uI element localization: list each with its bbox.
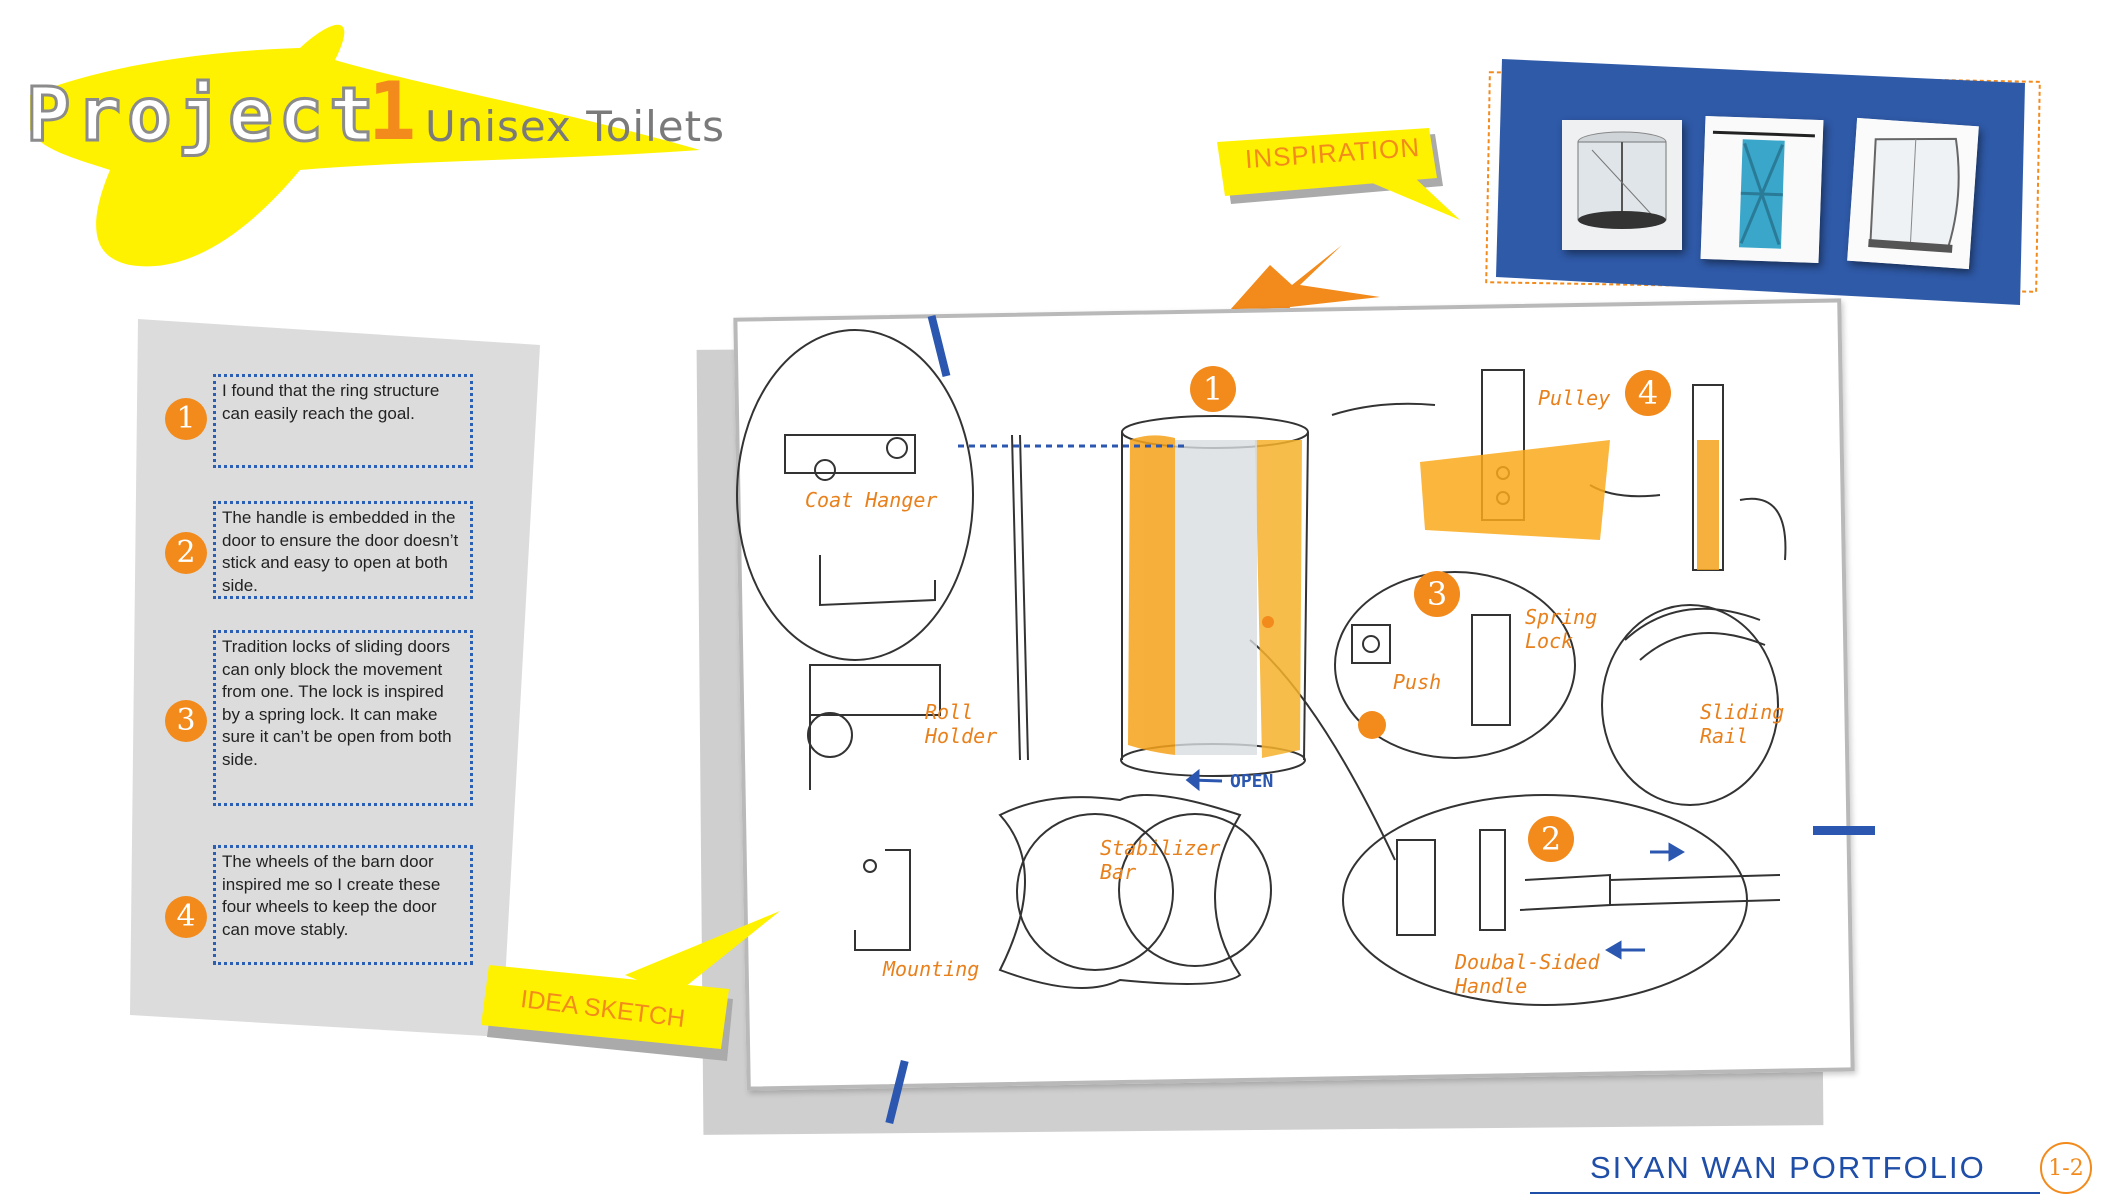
sketch-badge-3: 3 bbox=[1414, 571, 1460, 617]
label-stabilizer-bar: Stabilizer Bar bbox=[1100, 836, 1221, 884]
step-1-badge: 1 bbox=[165, 398, 207, 440]
step-4-text: The wheels of the barn door inspired me … bbox=[213, 845, 473, 965]
title-subtitle: Unisex Toilets bbox=[425, 102, 725, 151]
idea-sketch-tag-shape bbox=[481, 911, 780, 1061]
page-number-badge: 1-2 bbox=[2040, 1142, 2092, 1194]
tape-right bbox=[1813, 826, 1875, 835]
barn-door-icon bbox=[1700, 115, 1824, 264]
spring-lock-detail-circle bbox=[1334, 571, 1576, 759]
step-2-badge: 2 bbox=[165, 532, 207, 574]
label-sliding-rail: Sliding Rail bbox=[1700, 700, 1785, 748]
step-3-text: Tradition locks of sliding doors can onl… bbox=[213, 630, 473, 806]
step-4-badge: 4 bbox=[165, 896, 207, 938]
step-3-badge: 3 bbox=[165, 700, 207, 742]
footer-underline bbox=[1530, 1192, 2040, 1194]
blue-barn-door-image bbox=[1700, 115, 1824, 264]
sketch-badge-2: 2 bbox=[1528, 816, 1574, 862]
label-double-sided-handle: Doubal-Sided Handle bbox=[1455, 950, 1600, 998]
title-project-number: 1 bbox=[368, 65, 417, 158]
revolving-door-icon bbox=[1562, 120, 1682, 250]
portfolio-footer: SIYAN WAN PORTFOLIO bbox=[1590, 1150, 1986, 1185]
coat-hanger-detail-circle bbox=[736, 329, 974, 661]
step-1-text: I found that the ring structure can easi… bbox=[213, 374, 473, 468]
sketch-badge-1: 1 bbox=[1190, 366, 1236, 412]
label-roll-holder: Roll Holder bbox=[925, 700, 998, 748]
label-mounting: Mounting bbox=[883, 957, 980, 981]
shower-enclosure-image bbox=[1847, 117, 1979, 270]
step-2-text: The handle is embedded in the door to en… bbox=[213, 501, 473, 599]
revolving-door-image bbox=[1562, 120, 1682, 250]
title-project-word: Project bbox=[25, 72, 380, 158]
label-push: Push bbox=[1393, 670, 1442, 694]
title-yellow-splash bbox=[30, 24, 700, 267]
steps-panel-bg bbox=[130, 319, 540, 1037]
label-open: OPEN bbox=[1230, 771, 1274, 792]
label-coat-hanger: Coat Hanger bbox=[805, 488, 938, 512]
shower-enclosure-icon bbox=[1847, 117, 1979, 270]
inspiration-tag-shape bbox=[1217, 128, 1460, 220]
sliding-rail-detail-circle bbox=[1601, 604, 1779, 806]
label-spring-lock: Spring Lock bbox=[1525, 605, 1598, 653]
label-pulley: Pulley bbox=[1538, 386, 1611, 410]
sketch-badge-4: 4 bbox=[1625, 370, 1671, 416]
